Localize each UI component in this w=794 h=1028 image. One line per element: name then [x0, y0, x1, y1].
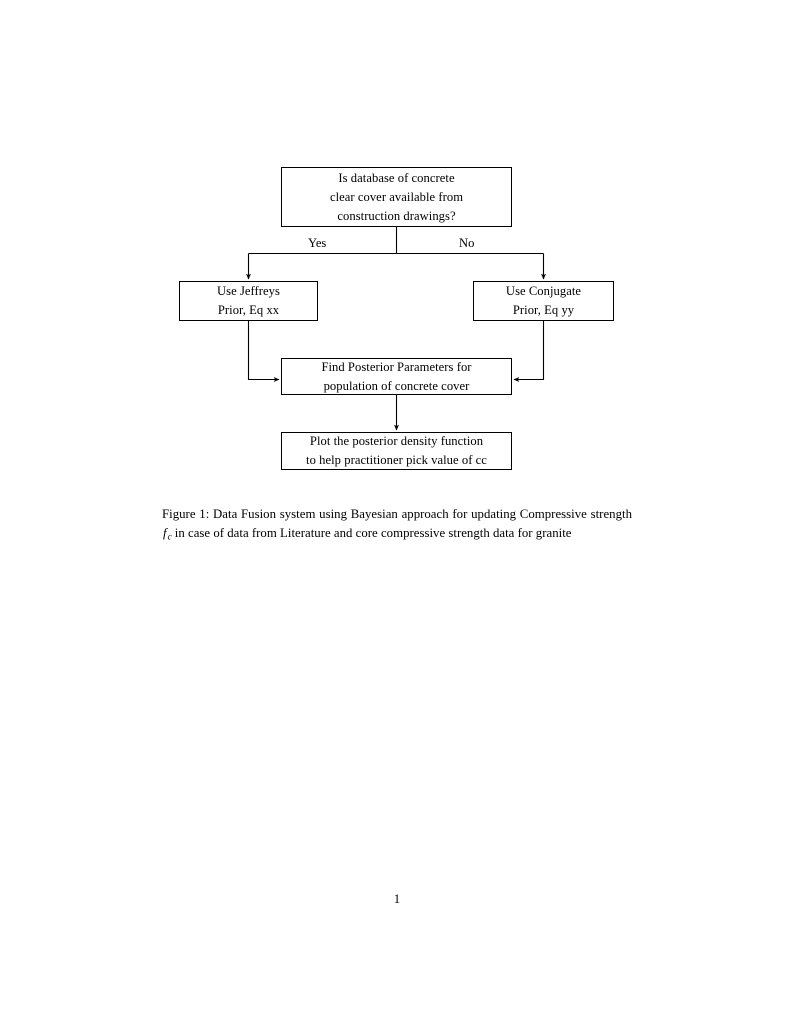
figure-caption-math-subscript: c	[167, 531, 172, 542]
flowchart-connectors	[245, 227, 547, 431]
node-posterior-line-1: Find Posterior Parameters for	[321, 359, 472, 374]
node-jeffreys-line-1: Use Jeffreys	[217, 284, 280, 298]
connector-jeffreys-to-posterior	[247, 321, 280, 383]
node-conjugate-line-1: Use Conjugate	[505, 284, 582, 298]
node-find-posterior-parameters: Find Posterior Parameters for population…	[281, 358, 512, 395]
node-use-jeffreys-prior: Use Jeffreys Prior, Eq xx	[179, 281, 318, 321]
figure-caption-text-before: Data Fusion system using Bayesian approa…	[209, 506, 632, 521]
node-plot-line-1: Plot the posterior density function	[309, 434, 484, 448]
node-decision-line-1: Is database of concrete	[338, 170, 455, 185]
node-decision-line-2: clear cover available from	[329, 189, 464, 204]
edge-label-yes: Yes	[305, 236, 330, 250]
figure-caption-label: Figure 1:	[162, 506, 210, 521]
node-plot-posterior-density: Plot the posterior density function to h…	[281, 432, 512, 470]
node-conjugate-line-2: Prior, Eq yy	[512, 303, 575, 317]
page-number: 1	[393, 892, 401, 906]
figure-flowchart: Is database of concrete clear cover avai…	[0, 0, 794, 490]
figure-caption: Figure 1: Data Fusion system using Bayes…	[162, 505, 632, 547]
node-posterior-line-2: population of concrete cover	[323, 378, 470, 393]
node-jeffreys-line-2: Prior, Eq xx	[217, 303, 280, 317]
node-decision-database: Is database of concrete clear cover avai…	[281, 167, 512, 227]
node-decision-line-3: construction drawings?	[337, 208, 456, 223]
connector-conjugate-to-posterior	[513, 321, 545, 383]
node-plot-line-2: to help practitioner pick value of cc	[306, 453, 487, 467]
figure-caption-math-symbol: f	[163, 526, 167, 540]
node-use-conjugate-prior: Use Conjugate Prior, Eq yy	[473, 281, 614, 321]
figure-caption-text-after: in case of data from Literature and core…	[171, 526, 572, 540]
edge-label-no: No	[456, 236, 478, 250]
